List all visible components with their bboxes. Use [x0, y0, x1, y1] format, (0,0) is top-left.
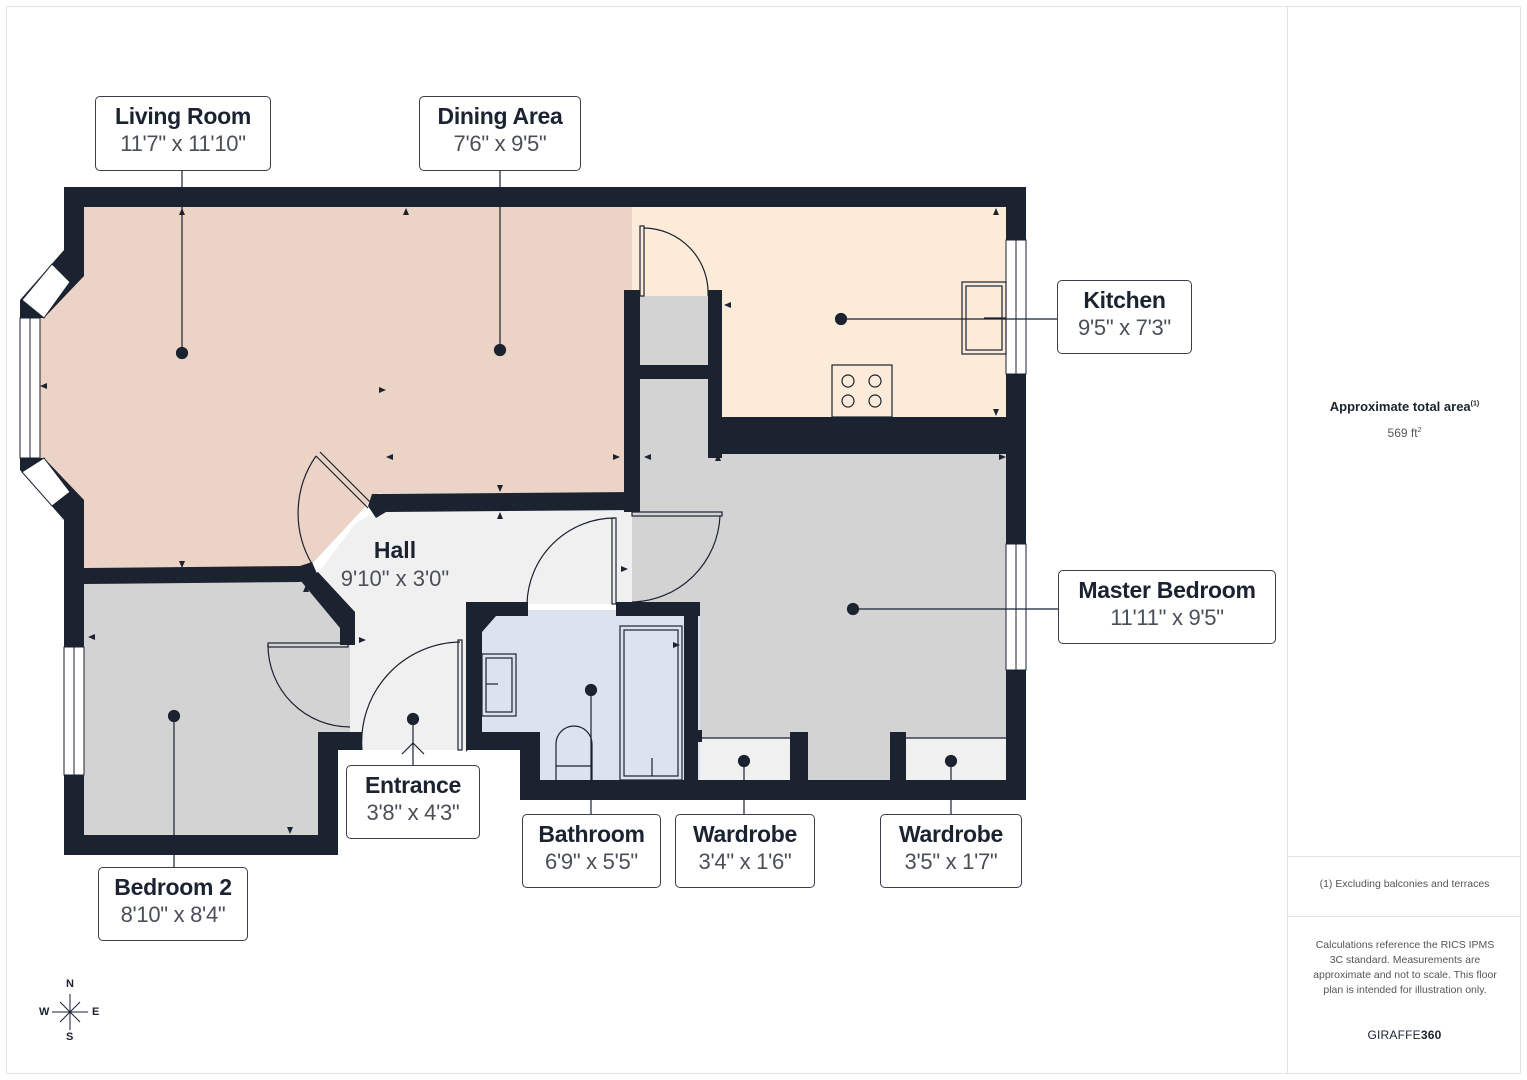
room-dimensions: 9'5" x 7'3"	[1078, 315, 1171, 340]
brand-logo: GIRAFFE360	[1288, 1028, 1521, 1042]
room-dimensions: 8'10" x 8'4"	[120, 902, 226, 927]
brand-text: GIRAFFE	[1367, 1028, 1421, 1042]
footnote: (1) Excluding balconies and terraces	[1319, 878, 1490, 890]
compass-rose: N S W E	[36, 978, 104, 1046]
bedroom2-floor	[84, 580, 350, 835]
total-area-value: 569 ft2	[1288, 426, 1521, 440]
room-dimensions: 7'6" x 9'5"	[453, 131, 547, 156]
storage-cupboard-floor	[640, 296, 708, 365]
living-room-floor	[40, 207, 632, 570]
room-label-bedroom-2: Bedroom 2 8'10" x 8'4"	[98, 867, 248, 941]
summary-panel: Approximate total area(1) 569 ft2 (1) Ex…	[1287, 6, 1521, 1074]
bathroom-floor	[480, 610, 700, 795]
compass-south: S	[66, 1031, 74, 1043]
brand-text-bold: 360	[1420, 1028, 1442, 1042]
fixtures	[481, 281, 1007, 781]
footnote-marker: (1)	[1470, 400, 1480, 408]
leaders	[167, 170, 1058, 868]
room-dimensions: 11'11" x 9'5"	[1110, 605, 1224, 630]
compass-west: W	[39, 1006, 50, 1018]
divider	[1288, 916, 1521, 917]
compass-icon	[52, 994, 88, 1030]
room-name: Hall	[373, 537, 417, 563]
room-name: Master Bedroom	[1078, 577, 1256, 603]
room-label-living-room: Living Room 11'7" x 11'10"	[95, 96, 271, 171]
room-dimensions: 9'10" x 3'0"	[340, 566, 450, 591]
total-area-value-text: 569 ft	[1387, 426, 1418, 440]
room-name: Bedroom 2	[114, 874, 232, 900]
compass-north: N	[66, 978, 74, 990]
room-label-hall: Hall 9'10" x 3'0"	[320, 536, 470, 594]
room-name: Entrance	[364, 772, 462, 798]
windows	[19, 239, 1027, 776]
room-label-wardrobe-1: Wardrobe 3'4" x 1'6"	[675, 814, 815, 888]
room-label-entrance: Entrance 3'8" x 4'3"	[346, 765, 480, 839]
divider	[1288, 856, 1521, 857]
room-dimensions: 6'9" x 5'5"	[545, 849, 638, 874]
total-area-title: Approximate total area(1)	[1288, 399, 1521, 414]
room-label-dining-area: Dining Area 7'6" x 9'5"	[419, 96, 581, 171]
master-bedroom-floor	[632, 378, 1006, 780]
room-name: Dining Area	[437, 103, 563, 129]
room-name: Wardrobe	[898, 821, 1004, 847]
room-dimensions: 3'5" x 1'7"	[904, 849, 998, 874]
room-dimensions: 3'4" x 1'6"	[698, 849, 792, 874]
room-dimensions: 3'8" x 4'3"	[366, 800, 460, 825]
room-name: Bathroom	[538, 821, 645, 847]
unit-superscript: 2	[1417, 427, 1422, 434]
page-frame	[6, 6, 1521, 1074]
doors	[267, 225, 723, 751]
room-name: Wardrobe	[692, 821, 798, 847]
room-label-kitchen: Kitchen 9'5" x 7'3"	[1057, 280, 1192, 354]
room-dimensions: 11'7" x 11'10"	[120, 131, 246, 156]
disclaimer: Calculations reference the RICS IPMS 3C …	[1313, 939, 1497, 996]
room-name: Living Room	[115, 103, 251, 129]
room-label-master-bedroom: Master Bedroom 11'11" x 9'5"	[1058, 570, 1276, 644]
compass-east: E	[92, 1006, 100, 1018]
total-area-title-text: Approximate total area	[1329, 399, 1471, 414]
room-label-wardrobe-2: Wardrobe 3'5" x 1'7"	[880, 814, 1022, 888]
room-label-bathroom: Bathroom 6'9" x 5'5"	[522, 814, 661, 888]
dimension-markers	[40, 208, 1006, 834]
room-name: Kitchen	[1083, 287, 1166, 313]
